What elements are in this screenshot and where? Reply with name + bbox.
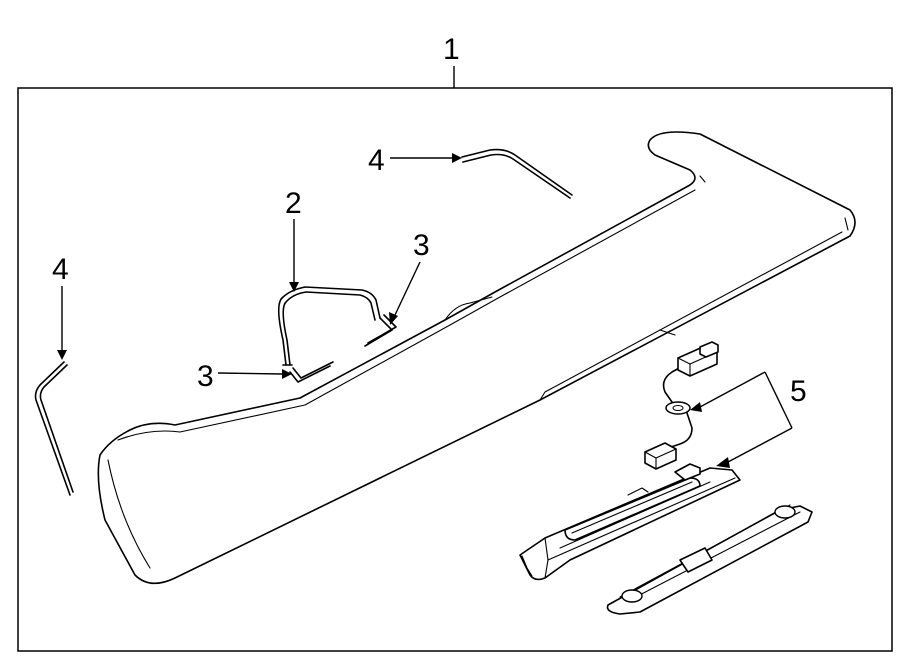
clip-left — [289, 361, 334, 383]
arrowhead-4-left — [57, 350, 67, 360]
connector-upper — [677, 341, 719, 377]
clip-right — [364, 314, 397, 347]
leader-3-right — [394, 261, 421, 316]
bracket — [277, 286, 381, 366]
arrowhead-5-lamp — [716, 457, 730, 468]
callout-4-top: 4 — [368, 144, 385, 177]
lamp-upper — [519, 463, 741, 581]
spoiler — [97, 131, 856, 585]
arrowhead-2 — [289, 282, 299, 292]
leader-3-left — [217, 372, 283, 375]
connector-lower — [644, 442, 677, 470]
callout-2: 2 — [285, 187, 302, 220]
arrowhead-3-right — [389, 312, 398, 325]
callout-5: 5 — [790, 375, 807, 408]
callout-3-right: 3 — [413, 229, 430, 262]
callout-1: 1 — [443, 33, 460, 66]
wire-harness — [661, 361, 693, 451]
diagram-frame — [17, 87, 893, 652]
leader-5 — [699, 371, 793, 463]
lamp-lower — [606, 504, 813, 615]
callout-3-left: 3 — [197, 360, 214, 393]
seal-top — [461, 148, 573, 199]
arrowhead-4-top — [452, 153, 462, 163]
callout-4-left: 4 — [52, 253, 69, 286]
arrowhead-5-gasket — [690, 402, 702, 412]
seal-left — [34, 361, 74, 496]
arrowhead-3-left — [282, 369, 292, 379]
